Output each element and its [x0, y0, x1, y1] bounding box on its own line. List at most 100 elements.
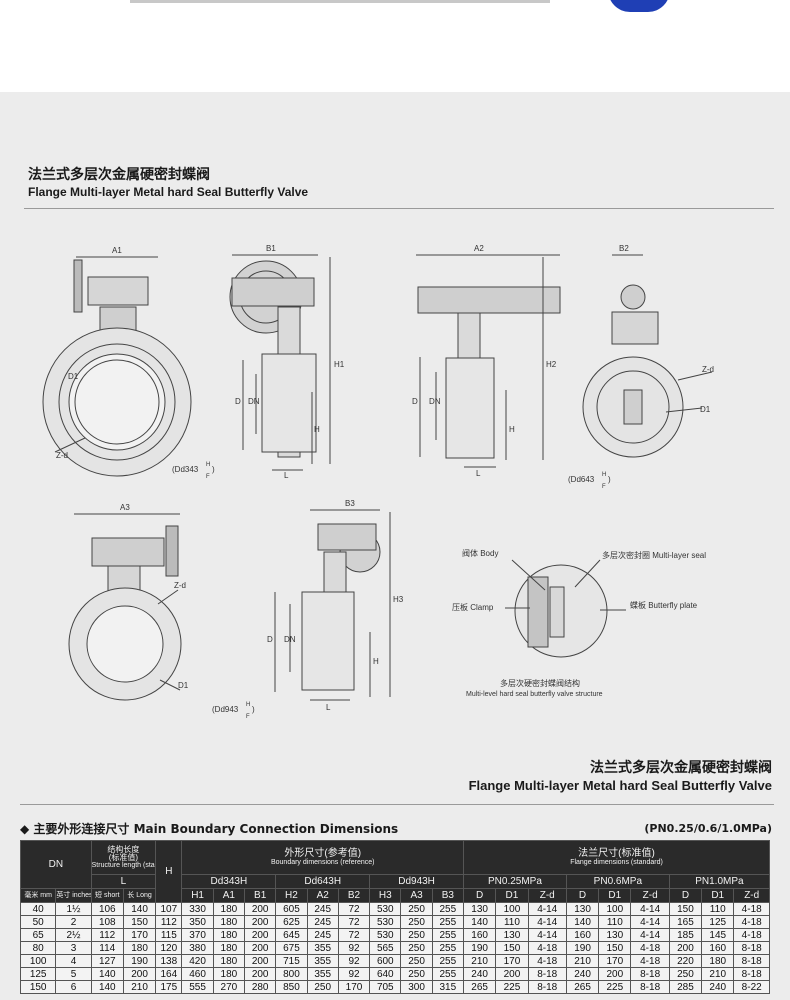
- drawing-dd943-side: [274, 509, 391, 701]
- table-cell: 255: [431, 928, 465, 942]
- header-sub-h1: H1: [181, 888, 214, 903]
- header-structure-en: Structure length (standard): [91, 861, 155, 869]
- table-cell: 108: [90, 915, 124, 929]
- label-d1: D1: [68, 372, 79, 381]
- table-cell: 100: [598, 902, 632, 916]
- title-en: Flange Multi-layer Metal hard Seal Butte…: [28, 185, 309, 199]
- table-cell: 255: [431, 954, 465, 968]
- table-cell: 245: [306, 915, 339, 929]
- table-cell: 180: [212, 954, 246, 968]
- table-cell: 8-18: [630, 967, 670, 981]
- table-cell: 140: [122, 902, 157, 916]
- label-l-2: L: [476, 469, 481, 478]
- label-model-dd643-f: F: [602, 484, 606, 490]
- label-structure-en: Multi-level hard seal butterfly valve st…: [466, 691, 603, 698]
- table-cell: 4-14: [527, 928, 567, 942]
- table-cell: 200: [668, 941, 703, 955]
- table-cell: 40: [19, 902, 57, 916]
- table-cell: 420: [181, 954, 214, 968]
- table-cell: 100: [495, 902, 529, 916]
- table-cell: 245: [306, 928, 339, 942]
- header-sub-z-d: Z-d: [527, 888, 567, 903]
- table-cell: 130: [565, 902, 600, 916]
- table-cell: 106: [90, 902, 124, 916]
- table-cell: 65: [19, 928, 57, 942]
- pressure-note: (PN0.25/0.6/1.0MPa): [644, 822, 772, 835]
- table-cell: 200: [244, 902, 277, 916]
- table-cell: 180: [122, 941, 157, 955]
- table-cell: 350: [181, 915, 214, 929]
- header-flange-cn: 法兰尺寸(标准值): [578, 848, 655, 859]
- label-model-dd943: (Dd943: [212, 705, 239, 714]
- table-cell: 4-18: [733, 902, 770, 916]
- table-cell: 355: [306, 941, 339, 955]
- table-cell: 1½: [55, 902, 92, 916]
- table-cell: 180: [212, 967, 246, 981]
- table-cell: 240: [701, 980, 735, 994]
- header-inch: 英寸 inches: [55, 888, 92, 903]
- table-cell: 705: [369, 980, 402, 994]
- header-flange: 法兰尺寸(标准值) Flange dimensions (standard): [463, 840, 770, 875]
- table-cell: 605: [275, 902, 308, 916]
- header-sub-d1: D1: [495, 888, 529, 903]
- table-cell: 150: [122, 915, 157, 929]
- table-cell: 180: [212, 928, 246, 942]
- label-model-dd943-f: F: [246, 714, 250, 720]
- table-cell: 150: [668, 902, 703, 916]
- table-cell: 130: [495, 928, 529, 942]
- label-model-dd343: (Dd343: [172, 465, 199, 474]
- label-model-dd343-paren: ): [212, 465, 215, 474]
- header-sub-d1: D1: [701, 888, 735, 903]
- table-cell: 225: [598, 980, 632, 994]
- table-cell: 625: [275, 915, 308, 929]
- header-mm: 毫米 mm: [19, 888, 57, 903]
- header-sub-a2: A2: [306, 888, 339, 903]
- header-sub-b3: B3: [431, 888, 465, 903]
- table-cell: 200: [244, 954, 277, 968]
- table-cell: 530: [369, 915, 402, 929]
- table-cell: 250: [668, 967, 703, 981]
- table-cell: 250: [400, 928, 433, 942]
- table-cell: 180: [212, 941, 246, 955]
- drawing-dd643-front: [582, 254, 713, 458]
- label-a1: A1: [112, 246, 122, 255]
- header-group-dd343h: Dd343H: [181, 874, 277, 889]
- table-cell: 170: [598, 954, 632, 968]
- table-cell: 370: [181, 928, 214, 942]
- section-title-cn: 法兰式多层次金属硬密封蝶阀: [590, 760, 772, 776]
- section-rule: [20, 804, 774, 805]
- table-cell: 164: [155, 967, 183, 981]
- table-cell: 530: [369, 902, 402, 916]
- header-dn: DN: [20, 840, 92, 889]
- label-zd-1: Z-d: [56, 451, 68, 460]
- table-cell: 640: [369, 967, 402, 981]
- header-group-dd943h: Dd943H: [369, 874, 464, 889]
- table-cell: 200: [495, 967, 529, 981]
- table-cell: 150: [598, 941, 632, 955]
- table-cell: 145: [701, 928, 735, 942]
- table-cell: 140: [90, 980, 124, 994]
- table-cell: 185: [668, 928, 703, 942]
- table-cell: 600: [369, 954, 402, 968]
- drawing-seal-structure: [505, 559, 626, 658]
- table-cell: 8-18: [733, 967, 770, 981]
- label-d-3: D: [267, 635, 273, 644]
- table-cell: 127: [90, 954, 124, 968]
- table-cell: 115: [155, 928, 183, 942]
- header-h: H: [155, 840, 183, 903]
- table-cell: 72: [337, 928, 371, 942]
- table-cell: 92: [337, 941, 371, 955]
- table-cell: 125: [19, 967, 57, 981]
- header-sub-d: D: [462, 888, 497, 903]
- label-model-dd643-h: H: [602, 472, 606, 478]
- title-cn: 法兰式多层次金属硬密封蝶阀: [28, 167, 210, 183]
- table-cell: 530: [369, 928, 402, 942]
- table-cell: 107: [155, 902, 183, 916]
- header-sub-d1: D1: [598, 888, 632, 903]
- table-cell: 4-14: [527, 902, 567, 916]
